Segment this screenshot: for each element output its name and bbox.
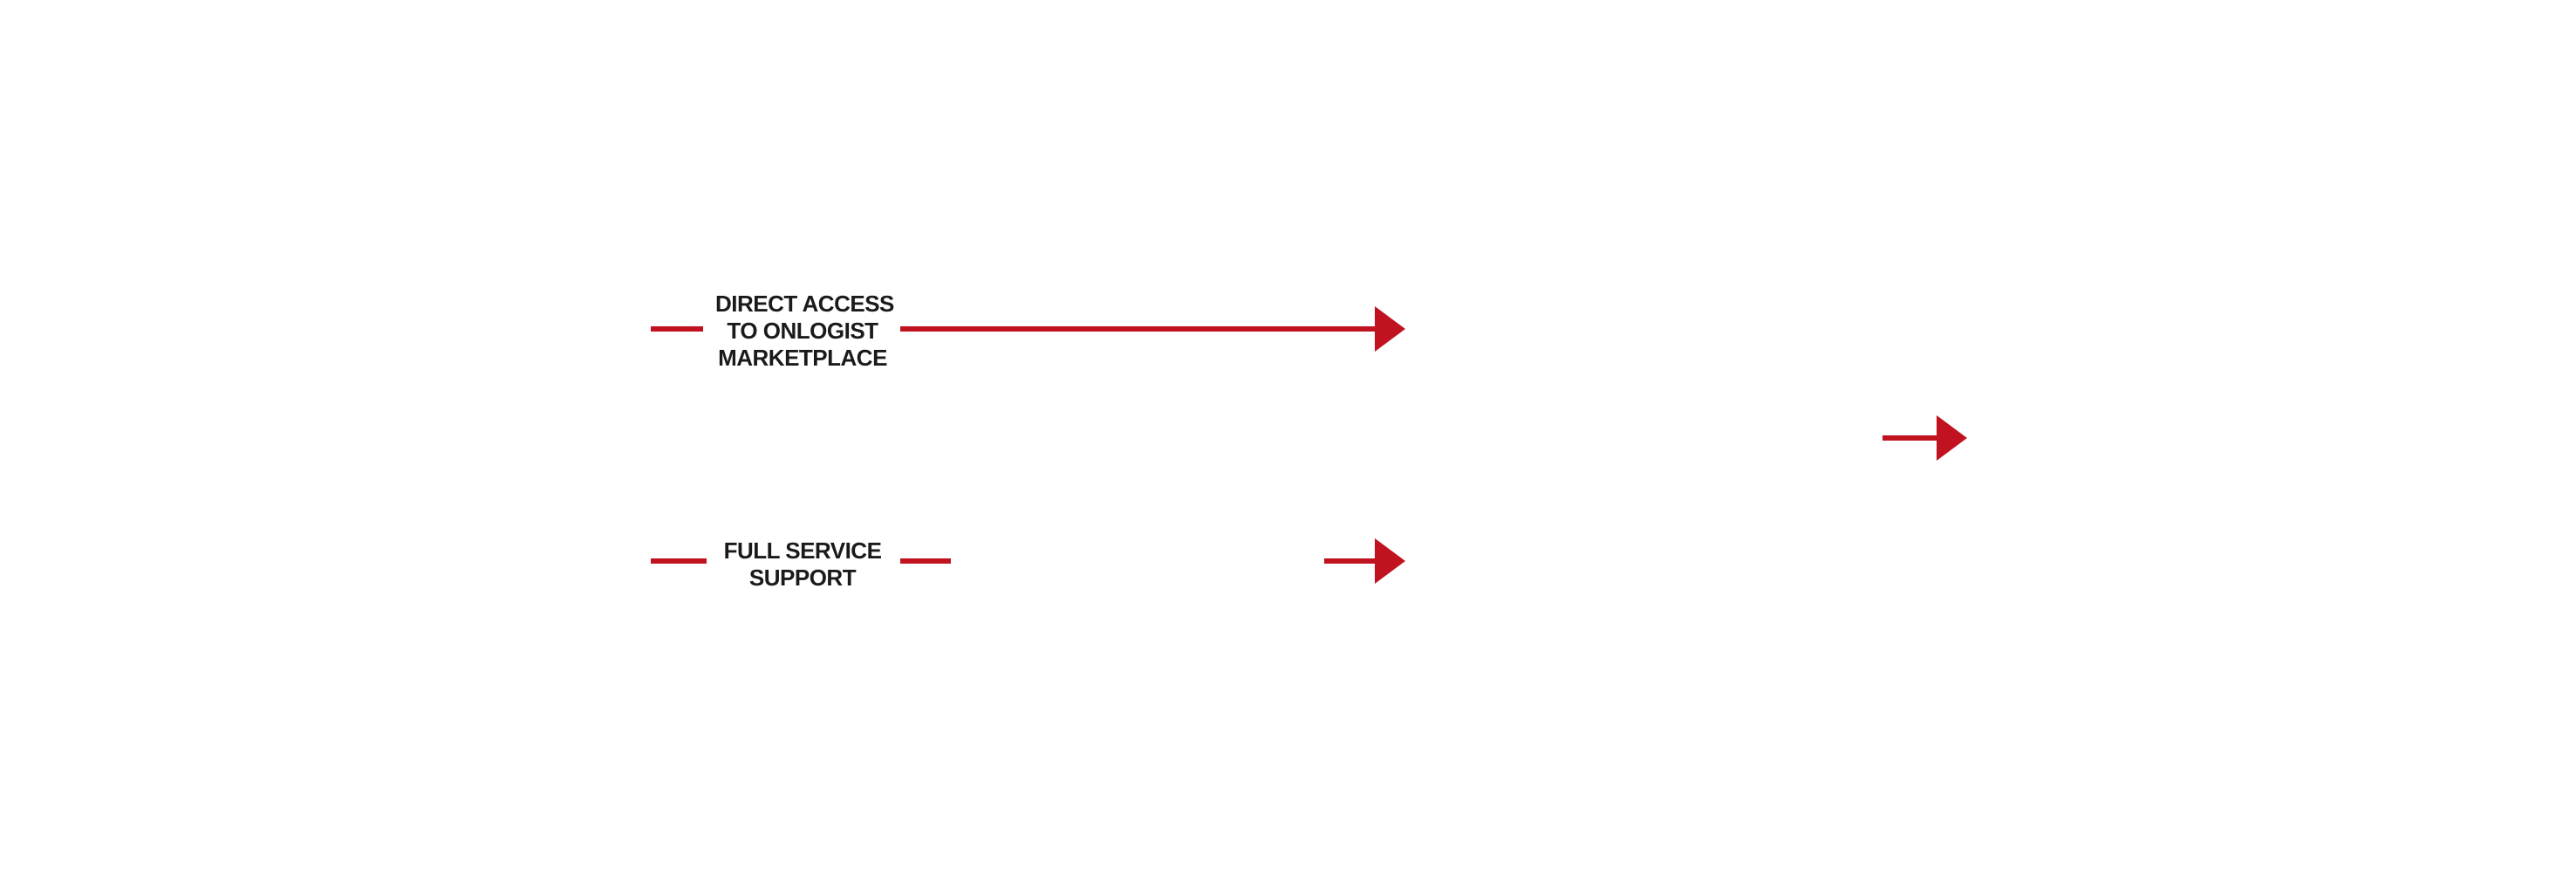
arrowhead-direct-icon [1375, 306, 1405, 352]
arrowhead-full-icon [1375, 538, 1405, 584]
label-line: MARKETPLACE [718, 345, 887, 371]
label-direct-access: DIRECT ACCESS TO ONLOGIST MARKETPLACE [715, 291, 894, 372]
label-line: SUPPORT [748, 565, 857, 591]
label-line: FULL SERVICE [723, 537, 882, 564]
label-full-service-support: FULL SERVICE SUPPORT [715, 537, 890, 592]
label-line: TO ONLOGIST [727, 318, 878, 344]
arrowhead-middle-icon [1937, 415, 1967, 461]
label-line: DIRECT ACCESS [715, 291, 894, 317]
